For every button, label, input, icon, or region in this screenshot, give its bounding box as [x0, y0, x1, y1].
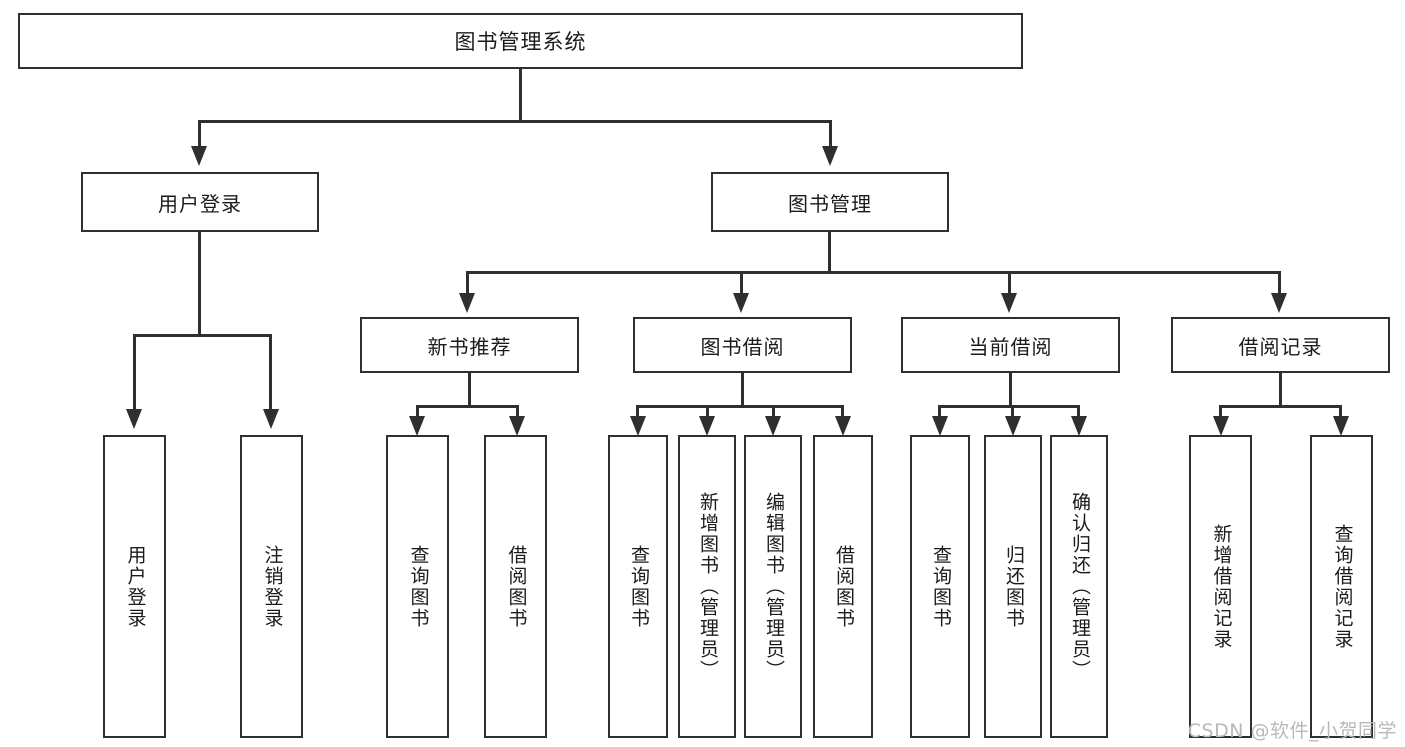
connector-login-to-leaf1	[133, 334, 136, 411]
connector-bookmgmt-to-borrow	[740, 271, 743, 295]
connector-bookmgmt-to-records	[1278, 271, 1281, 295]
connector-bookmgmt-bar	[466, 271, 1279, 274]
arrowhead-current-to-leaf1	[932, 416, 948, 436]
arrowhead-bookmgmt-to-borrow	[733, 293, 749, 313]
node-label: 借阅记录	[1238, 334, 1323, 359]
node-label: 当前借阅	[968, 334, 1053, 359]
connector-current-stem	[1009, 373, 1012, 408]
connector-root-stem	[519, 69, 522, 121]
arrowhead-records-to-leaf2	[1333, 416, 1349, 436]
arrowhead-current-to-leaf3	[1071, 416, 1087, 436]
connector-root-to-bookmgmt	[829, 120, 832, 148]
connector-login-stem	[198, 232, 201, 336]
connector-borrow-bar	[636, 405, 843, 408]
connector-login-bar	[133, 334, 272, 337]
node-leaf-edit-book-admin[interactable]: 编辑图书（管理员）	[744, 435, 802, 738]
arrowhead-borrow-to-leaf2	[699, 416, 715, 436]
node-label: 编辑图书（管理员）	[762, 492, 785, 681]
node-label: 图书管理	[788, 191, 872, 216]
node-leaf-return-books[interactable]: 归还图书	[984, 435, 1042, 738]
node-leaf-add-book-admin[interactable]: 新增图书（管理员）	[678, 435, 736, 738]
node-leaf-search-borrow-record[interactable]: 查询借阅记录	[1310, 435, 1373, 738]
node-leaf-user-login[interactable]: 用户登录	[103, 435, 166, 738]
node-label: 查询图书	[929, 544, 952, 629]
arrowhead-bookmgmt-to-newbooks	[459, 293, 475, 313]
arrowhead-root-to-bookmgmt	[822, 146, 838, 166]
connector-current-bar	[938, 405, 1079, 408]
connector-current-to-leaf3	[1077, 405, 1080, 419]
connector-records-to-leaf2	[1339, 405, 1342, 419]
arrowhead-root-to-login	[191, 146, 207, 166]
connector-borrow-to-leaf2	[706, 405, 709, 419]
node-label: 新增借阅记录	[1210, 523, 1233, 650]
arrowhead-borrow-to-leaf3	[765, 416, 781, 436]
connector-newbooks-to-leaf1	[416, 405, 419, 419]
connector-borrow-to-leaf3	[772, 405, 775, 419]
connector-login-to-leaf2	[269, 334, 272, 411]
node-label: 查询图书	[627, 544, 650, 629]
connector-newbooks-bar	[416, 405, 519, 408]
arrowhead-newbooks-to-leaf2	[509, 416, 525, 436]
node-label: 归还图书	[1002, 544, 1025, 629]
connector-bookmgmt-to-newbooks	[466, 271, 469, 295]
node-leaf-borrow-books-borrow[interactable]: 借阅图书	[813, 435, 873, 738]
node-borrow-records[interactable]: 借阅记录	[1171, 317, 1390, 373]
node-label: 图书借阅	[700, 334, 785, 359]
connector-records-bar	[1219, 405, 1342, 408]
connector-newbooks-stem	[468, 373, 471, 408]
connector-bookmgmt-stem	[828, 232, 831, 274]
connector-newbooks-to-leaf2	[516, 405, 519, 419]
node-label: 注销登录	[261, 544, 284, 629]
arrowhead-current-to-leaf2	[1005, 416, 1021, 436]
node-leaf-search-books-current[interactable]: 查询图书	[910, 435, 970, 738]
connector-bookmgmt-to-current	[1008, 271, 1011, 295]
node-label: 图书管理系统	[454, 30, 587, 54]
arrowhead-newbooks-to-leaf1	[409, 416, 425, 436]
node-leaf-logout[interactable]: 注销登录	[240, 435, 303, 738]
node-label: 借阅图书	[832, 544, 855, 629]
connector-borrow-to-leaf4	[841, 405, 844, 419]
connector-current-to-leaf2	[1011, 405, 1014, 419]
arrowhead-borrow-to-leaf1	[630, 416, 646, 436]
connector-root-to-login	[198, 120, 201, 148]
node-root-system[interactable]: 图书管理系统	[18, 13, 1023, 69]
arrowhead-bookmgmt-to-current	[1001, 293, 1017, 313]
node-book-management[interactable]: 图书管理	[711, 172, 949, 232]
connector-root-bar	[198, 120, 832, 123]
node-label: 新书推荐	[427, 334, 512, 359]
node-user-login[interactable]: 用户登录	[81, 172, 319, 232]
node-label: 查询图书	[407, 544, 430, 629]
node-leaf-borrow-books-rec[interactable]: 借阅图书	[484, 435, 547, 738]
arrowhead-borrow-to-leaf4	[835, 416, 851, 436]
connector-borrow-to-leaf1	[636, 405, 639, 419]
arrowhead-bookmgmt-to-records	[1271, 293, 1287, 313]
connector-borrow-stem	[741, 373, 744, 408]
arrowhead-records-to-leaf1	[1213, 416, 1229, 436]
node-leaf-add-borrow-record[interactable]: 新增借阅记录	[1189, 435, 1252, 738]
node-label: 确认归还（管理员）	[1068, 492, 1091, 681]
node-new-book-recommend[interactable]: 新书推荐	[360, 317, 579, 373]
node-current-borrow[interactable]: 当前借阅	[901, 317, 1120, 373]
node-leaf-search-books-rec[interactable]: 查询图书	[386, 435, 449, 738]
connector-records-stem	[1279, 373, 1282, 408]
arrowhead-login-to-leaf2	[263, 409, 279, 429]
connector-records-to-leaf1	[1219, 405, 1222, 419]
node-label: 新增图书（管理员）	[696, 492, 719, 681]
connector-current-to-leaf1	[938, 405, 941, 419]
watermark-text: CSDN @软件_小贺同学	[1187, 720, 1397, 742]
node-label: 用户登录	[124, 544, 147, 629]
node-label: 查询借阅记录	[1331, 523, 1354, 650]
node-label: 借阅图书	[505, 544, 528, 629]
node-leaf-search-books-borrow[interactable]: 查询图书	[608, 435, 668, 738]
node-leaf-confirm-return-admin[interactable]: 确认归还（管理员）	[1050, 435, 1108, 738]
arrowhead-login-to-leaf1	[126, 409, 142, 429]
node-book-borrow[interactable]: 图书借阅	[633, 317, 852, 373]
node-label: 用户登录	[158, 191, 242, 216]
